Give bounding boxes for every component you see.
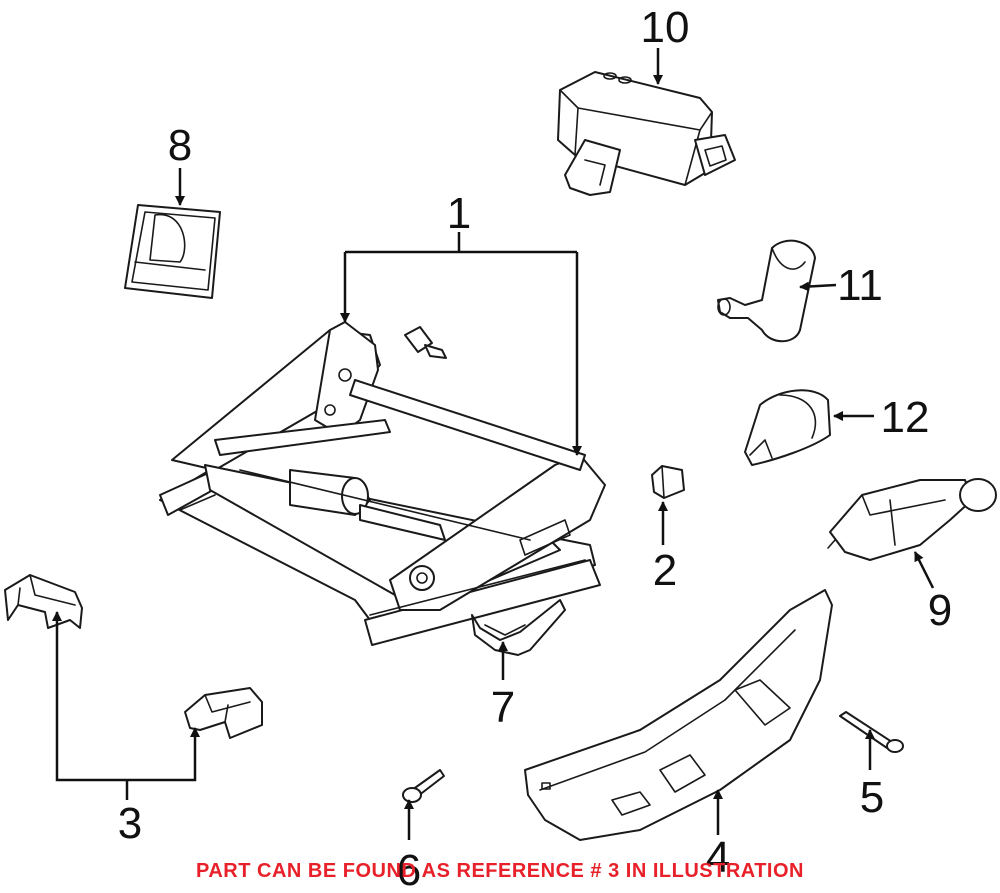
callout-7: 7 (491, 683, 515, 732)
callout-8: 8 (168, 121, 192, 170)
leader-3-left (52, 611, 127, 782)
part-3-track-cover-right (184, 687, 263, 739)
callout-1: 1 (447, 189, 471, 238)
part-12-handle-cover (744, 389, 831, 466)
callout-10: 10 (641, 3, 690, 52)
part-1-seat-frame (159, 321, 606, 646)
callout-5: 5 (860, 773, 884, 822)
part-9-motor (827, 478, 997, 561)
callout-11: 11 (837, 261, 883, 310)
callout-12: 12 (881, 393, 930, 442)
part-11-handle (717, 239, 816, 343)
part-4-side-trim-panel (524, 589, 833, 841)
part-3-track-cover-left (4, 574, 83, 629)
leader-11 (799, 281, 837, 292)
callout-labels: 1 2 3 4 5 6 7 8 9 10 11 12 (118, 3, 952, 893)
callout-3: 3 (118, 799, 142, 848)
callout-6: 6 (397, 846, 421, 893)
leader-lines (52, 48, 935, 840)
footer-note: PART CAN BE FOUND AS REFERENCE # 3 IN IL… (196, 860, 804, 882)
part-6-screw (402, 769, 445, 803)
leader-3-right (127, 727, 200, 782)
callout-9: 9 (928, 586, 952, 635)
callout-4: 4 (706, 833, 730, 882)
part-7-bracket (471, 599, 566, 656)
part-2-clip (651, 465, 685, 499)
part-8-switch-cover (124, 204, 221, 299)
callout-2: 2 (653, 546, 677, 595)
leader-9 (913, 551, 935, 589)
part-10-control-module (557, 71, 736, 196)
part-5-bolt (839, 711, 904, 753)
